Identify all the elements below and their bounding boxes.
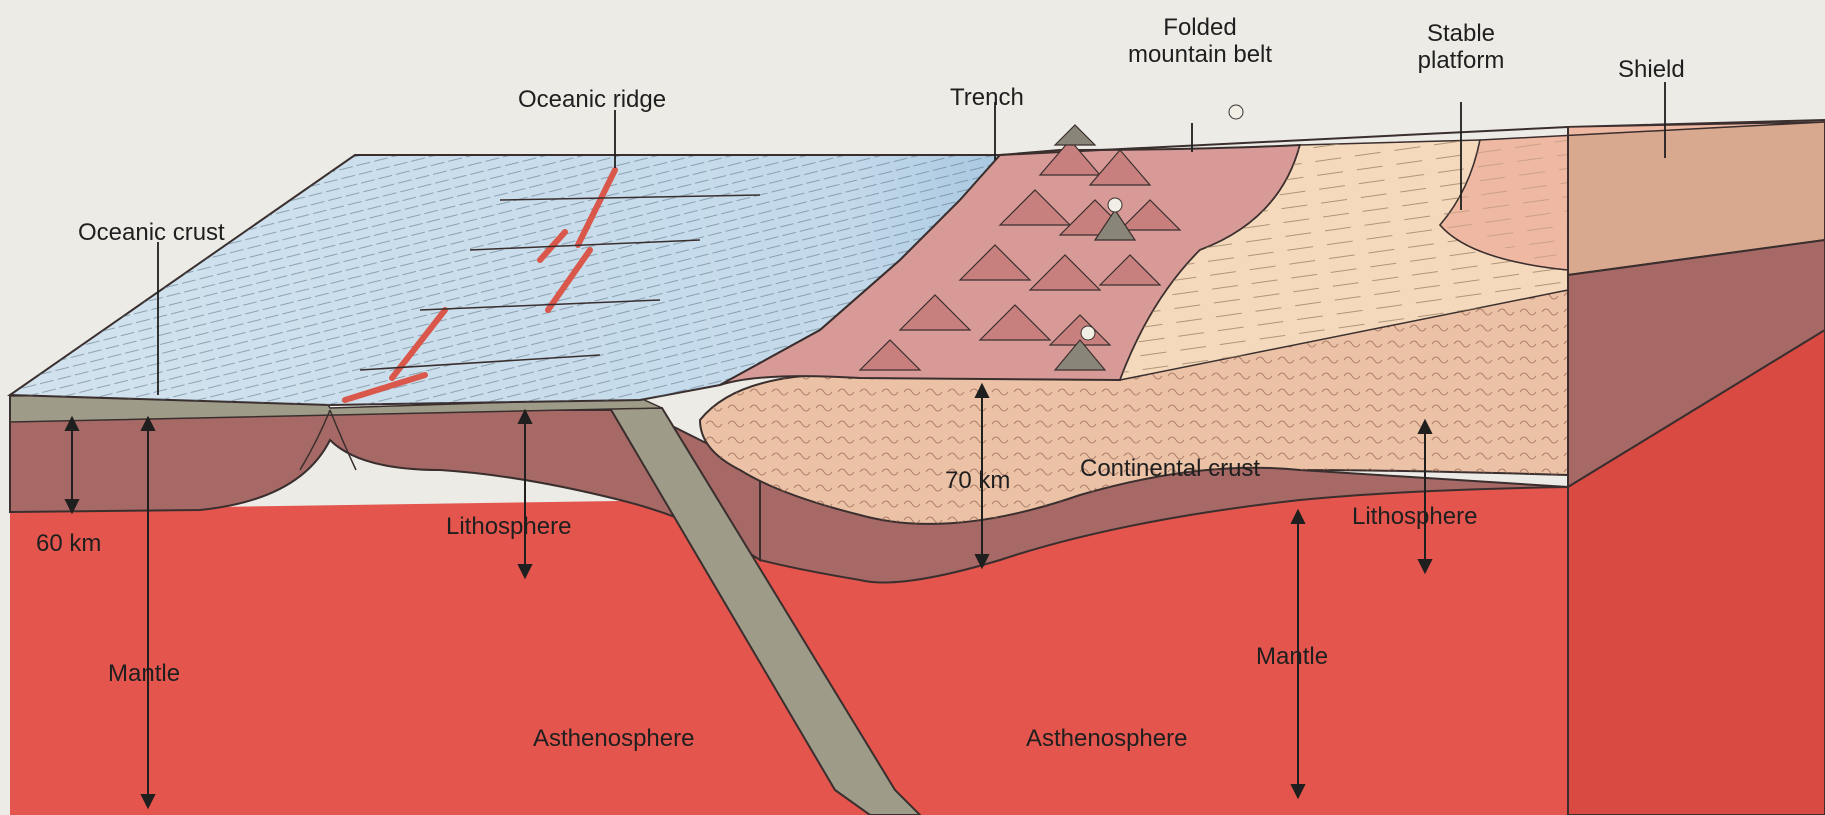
- label-lithosphere-continental: Lithosphere: [1352, 503, 1477, 530]
- label-trench: Trench: [950, 84, 1024, 111]
- block-right-side: [1568, 120, 1825, 815]
- label-mantle-left: Mantle: [108, 660, 180, 687]
- label-60-km: 60 km: [36, 530, 101, 557]
- label-asthenosphere-left: Asthenosphere: [533, 725, 694, 752]
- label-folded-mountain-belt: Folded mountain belt: [1128, 14, 1272, 68]
- label-mantle-right: Mantle: [1256, 643, 1328, 670]
- label-lithosphere-oceanic: Lithosphere: [446, 513, 571, 540]
- label-continental-crust: Continental crust: [1080, 455, 1260, 482]
- label-asthenosphere-right: Asthenosphere: [1026, 725, 1187, 752]
- label-stable-platform: Stable platform: [1418, 20, 1505, 74]
- label-oceanic-crust: Oceanic crust: [78, 219, 225, 246]
- label-70-km: 70 km: [945, 467, 1010, 494]
- label-shield: Shield: [1618, 56, 1685, 83]
- label-oceanic-ridge: Oceanic ridge: [518, 86, 666, 113]
